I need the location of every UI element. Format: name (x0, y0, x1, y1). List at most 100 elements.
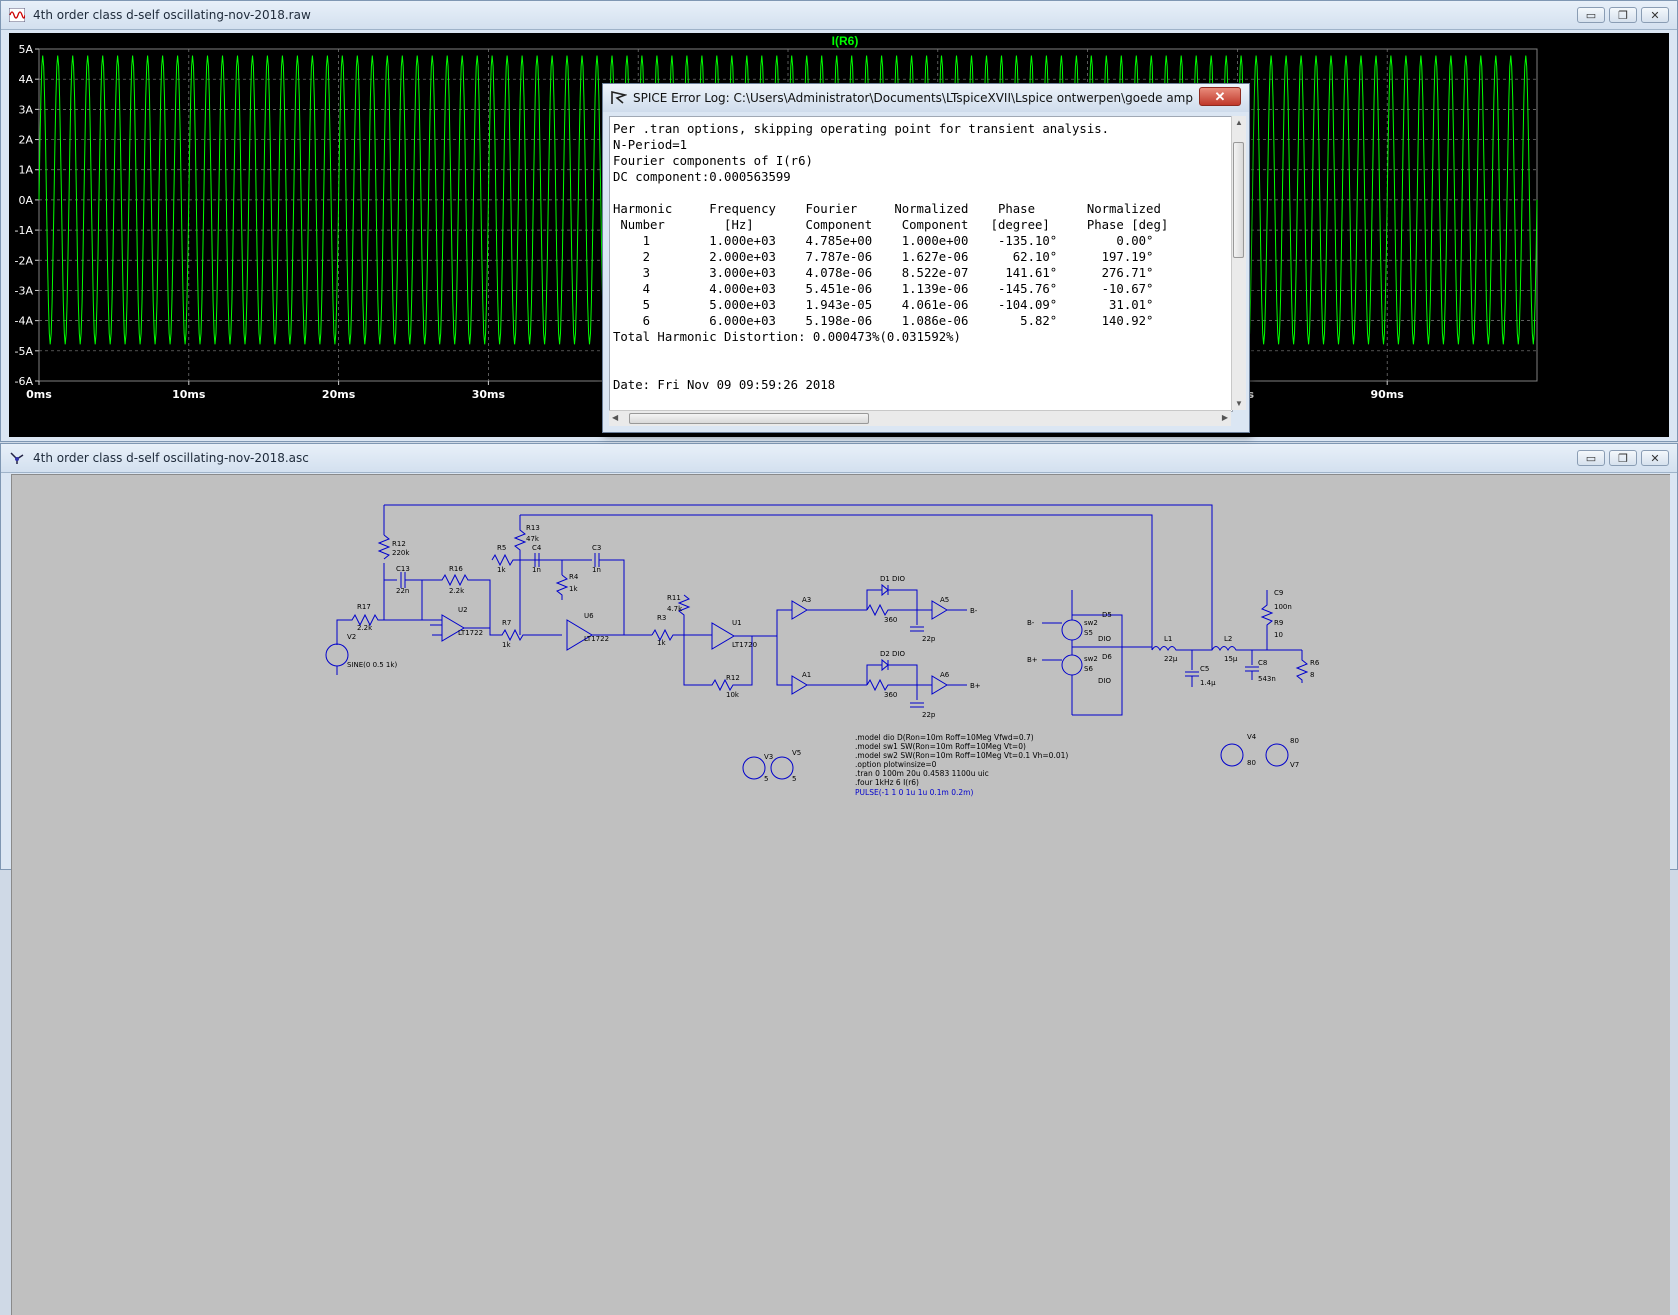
schematic-window-title: 4th order class d-self oscillating-nov-2… (33, 451, 309, 465)
label-r11v: 4.7k (667, 605, 683, 613)
spice-log-icon (611, 91, 627, 104)
y-tick-label: 5A (18, 43, 33, 56)
directive-2: .model sw1 SW(Ron=10m Roff=10Meg Vt=0) (855, 742, 1026, 751)
directive-1: .model dio D(Ron=10m Roff=10Meg Vfwd=0.7… (855, 733, 1034, 742)
restore-button[interactable]: ❐ (1609, 7, 1637, 23)
error-log-title: SPICE Error Log: C:\Users\Administrator\… (633, 91, 1193, 105)
label-d1: D1 (880, 575, 890, 583)
horizontal-scroll-thumb[interactable] (629, 413, 869, 424)
x-tick-label: 30ms (472, 388, 506, 401)
plot-window-titlebar[interactable]: 4th order class d-self oscillating-nov-2… (1, 1, 1677, 30)
label-r5v: 1k (497, 566, 506, 574)
label-lt1720: LT1720 (732, 641, 757, 649)
label-r13: R13 (526, 524, 540, 532)
x-tick-label: 20ms (322, 388, 356, 401)
directive-6: .four 1kHz 6 I(r6) (855, 778, 919, 787)
label-r17v: 2.2k (357, 624, 373, 632)
trace-label: I(R6) (832, 34, 859, 48)
label-c13: C13 (396, 565, 410, 573)
scroll-up-icon[interactable]: ▲ (1235, 118, 1243, 127)
label-c5: C5 (1200, 665, 1209, 673)
label-r12b: R12 (726, 674, 740, 682)
label-r9v: 10 (1274, 631, 1283, 639)
label-c22pb: 22p (922, 711, 936, 719)
y-tick-label: -1A (15, 224, 34, 237)
label-v7v: 80 (1290, 737, 1299, 745)
scroll-right-icon[interactable]: ▶ (1221, 413, 1228, 422)
label-r12: R12 (392, 540, 406, 548)
close-button[interactable]: ✕ (1641, 7, 1669, 23)
label-d2: D2 (880, 650, 890, 658)
spice-directives[interactable]: .model dio D(Ron=10m Roff=10Meg Vfwd=0.7… (855, 733, 1068, 797)
waveform-icon (9, 8, 25, 22)
minimize-button[interactable]: ▭ (1577, 7, 1605, 23)
plot-window-title: 4th order class d-self oscillating-nov-2… (33, 8, 311, 22)
spice-error-log-dialog[interactable]: SPICE Error Log: C:\Users\Administrator\… (602, 83, 1250, 433)
label-r16v: 2.2k (449, 587, 465, 595)
y-tick-label: 1A (18, 164, 33, 177)
pulse-source: PULSE(-1 1 0 1u 1u 0.1m 0.2m) (855, 788, 973, 797)
schematic-canvas[interactable]: R12 220k C13 22n R16 2.2k R17 2.2k V2 SI… (11, 474, 1670, 1315)
vertical-scroll-thumb[interactable] (1233, 142, 1244, 258)
label-c8v: 543n (1258, 675, 1276, 683)
label-r3: R3 (657, 614, 666, 622)
y-tick-label: -5A (15, 345, 34, 358)
label-a1: A1 (802, 671, 811, 679)
close-button[interactable]: ✕ (1199, 87, 1241, 106)
minimize-button[interactable]: ▭ (1577, 450, 1605, 466)
label-lt1722b: LT1722 (584, 635, 609, 643)
scroll-down-icon[interactable]: ▼ (1235, 399, 1243, 408)
schematic-svg: R12 220k C13 22n R16 2.2k R17 2.2k V2 SI… (325, 504, 1320, 797)
label-v2: V2 (347, 633, 356, 641)
schematic-icon (10, 452, 24, 464)
label-bplus2: B+ (1027, 656, 1038, 664)
directive-5: .tran 0 100m 20u 0.4583 1100u uic (855, 769, 989, 778)
label-s6: S6 (1084, 665, 1093, 673)
y-tick-label: 2A (18, 134, 33, 147)
error-log-text-area[interactable]: Per .tran options, skipping operating po… (609, 116, 1233, 412)
close-button[interactable]: ✕ (1641, 450, 1669, 466)
label-bminus2: B- (1027, 619, 1035, 627)
label-a3: A3 (802, 596, 811, 604)
label-bminus: B- (970, 607, 978, 615)
label-r3v: 1k (657, 639, 666, 647)
label-c8: C8 (1258, 659, 1267, 667)
label-c3: C3 (592, 544, 601, 552)
label-s5: S5 (1084, 629, 1093, 637)
label-v5v: 5 (792, 775, 796, 783)
label-d2v: DIO (892, 650, 905, 658)
label-a5: A5 (940, 596, 949, 604)
label-r6v: 8 (1310, 671, 1314, 679)
vertical-scrollbar[interactable]: ▲ ▼ (1231, 116, 1246, 410)
label-c22pa: 22p (922, 635, 936, 643)
y-tick-label: -2A (15, 254, 34, 267)
label-r12v: 220k (392, 549, 410, 557)
label-r7: R7 (502, 619, 511, 627)
label-r7v: 1k (502, 641, 511, 649)
error-log-titlebar[interactable]: SPICE Error Log: C:\Users\Administrator\… (603, 84, 1249, 112)
label-r17: R17 (357, 603, 371, 611)
label-c3v: 1n (592, 566, 601, 574)
y-tick-label: -6A (15, 375, 34, 388)
label-l2v: 15µ (1224, 655, 1238, 663)
directive-3: .model sw2 SW(Ron=10m Roff=10Meg Vt=0.1 … (855, 751, 1068, 760)
scroll-left-icon[interactable]: ◀ (612, 413, 619, 422)
label-lt1722a: LT1722 (458, 629, 483, 637)
label-c4v: 1n (532, 566, 541, 574)
label-d6: D6 (1102, 653, 1112, 661)
label-bplus: B+ (970, 682, 981, 690)
label-v7: V7 (1290, 761, 1299, 769)
label-d1v: DIO (892, 575, 905, 583)
label-r360a: 360 (884, 616, 897, 624)
x-tick-label: 10ms (172, 388, 206, 401)
y-tick-label: -3A (15, 284, 34, 297)
label-v4: V4 (1247, 733, 1257, 741)
label-r12bv: 10k (726, 691, 740, 699)
restore-button[interactable]: ❐ (1609, 450, 1637, 466)
label-dio6: DIO (1098, 677, 1111, 685)
schematic-window-titlebar[interactable]: 4th order class d-self oscillating-nov-2… (1, 444, 1677, 473)
horizontal-scrollbar[interactable]: ◀ ▶ (609, 410, 1231, 426)
label-dio5: DIO (1098, 635, 1111, 643)
y-tick-label: 4A (18, 73, 33, 86)
label-c4: C4 (532, 544, 542, 552)
